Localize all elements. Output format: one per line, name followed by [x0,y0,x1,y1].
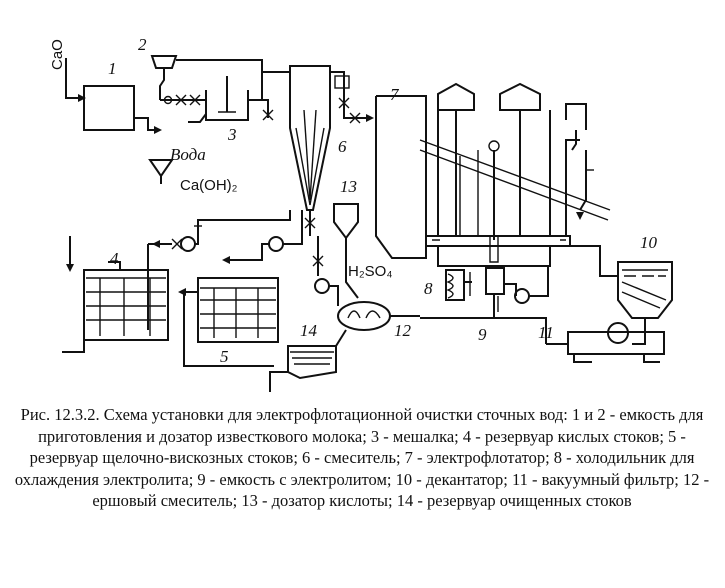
acid-waste-reservoir-4 [62,236,169,353]
figure-caption: Рис. 12.3.2. Схема установки для электро… [14,405,710,510]
lime-milk-funnel [148,159,174,184]
electrolyte-vessel-9 [485,266,549,318]
lime-preparation-tank-1 [83,85,162,134]
alkaline-stream-pipe [178,210,303,296]
acid-label: H₂SO₄ [348,263,392,280]
acid-stream-pipe [148,210,291,252]
label-13: 13 [340,177,357,196]
mixer-3 [188,72,263,123]
label-11: 11 [538,323,554,342]
acid-doser-13 [333,203,359,299]
flow-scheme: 1 2 3 4 5 6 7 8 9 10 11 12 13 14 CaO Вод… [49,35,673,392]
label-7: 7 [390,85,400,104]
treated-water-tank-14 [269,329,347,392]
electrolyte-cooler-8 [445,269,472,301]
right-dosing-vessel [565,103,594,220]
electrolyte-silos [437,82,541,240]
water-label: Вода [170,145,206,164]
label-1: 1 [108,59,117,78]
lime-milk-label: Ca(OH)₂ [180,177,238,194]
label-14: 14 [300,321,318,340]
label-8: 8 [424,279,433,298]
label-9: 9 [478,325,487,344]
lime-doser-2 [150,55,263,100]
label-5: 5 [220,347,229,366]
label-4: 4 [110,249,119,268]
cao-label: CaO [49,39,66,70]
label-2: 2 [138,35,147,54]
electrolyte-return-line [420,317,547,344]
alkaline-waste-reservoir-5 [183,277,279,367]
feed-to-mixer-6 [262,71,290,121]
decantator-10 [566,245,673,345]
label-3: 3 [227,125,237,144]
vacuum-filter-11 [546,322,665,363]
doser-to-mixer-line [160,94,206,106]
label-6: 6 [338,137,347,156]
label-10: 10 [640,233,658,252]
pump-to-ruff-mixer [312,236,339,306]
cao-feed-line [65,58,86,102]
ruff-mixer-12 [337,301,420,331]
cone-mixer-6 [289,65,331,236]
label-12: 12 [394,321,412,340]
electrode-base [425,235,571,267]
top-pipe-to-flotator [330,71,374,124]
